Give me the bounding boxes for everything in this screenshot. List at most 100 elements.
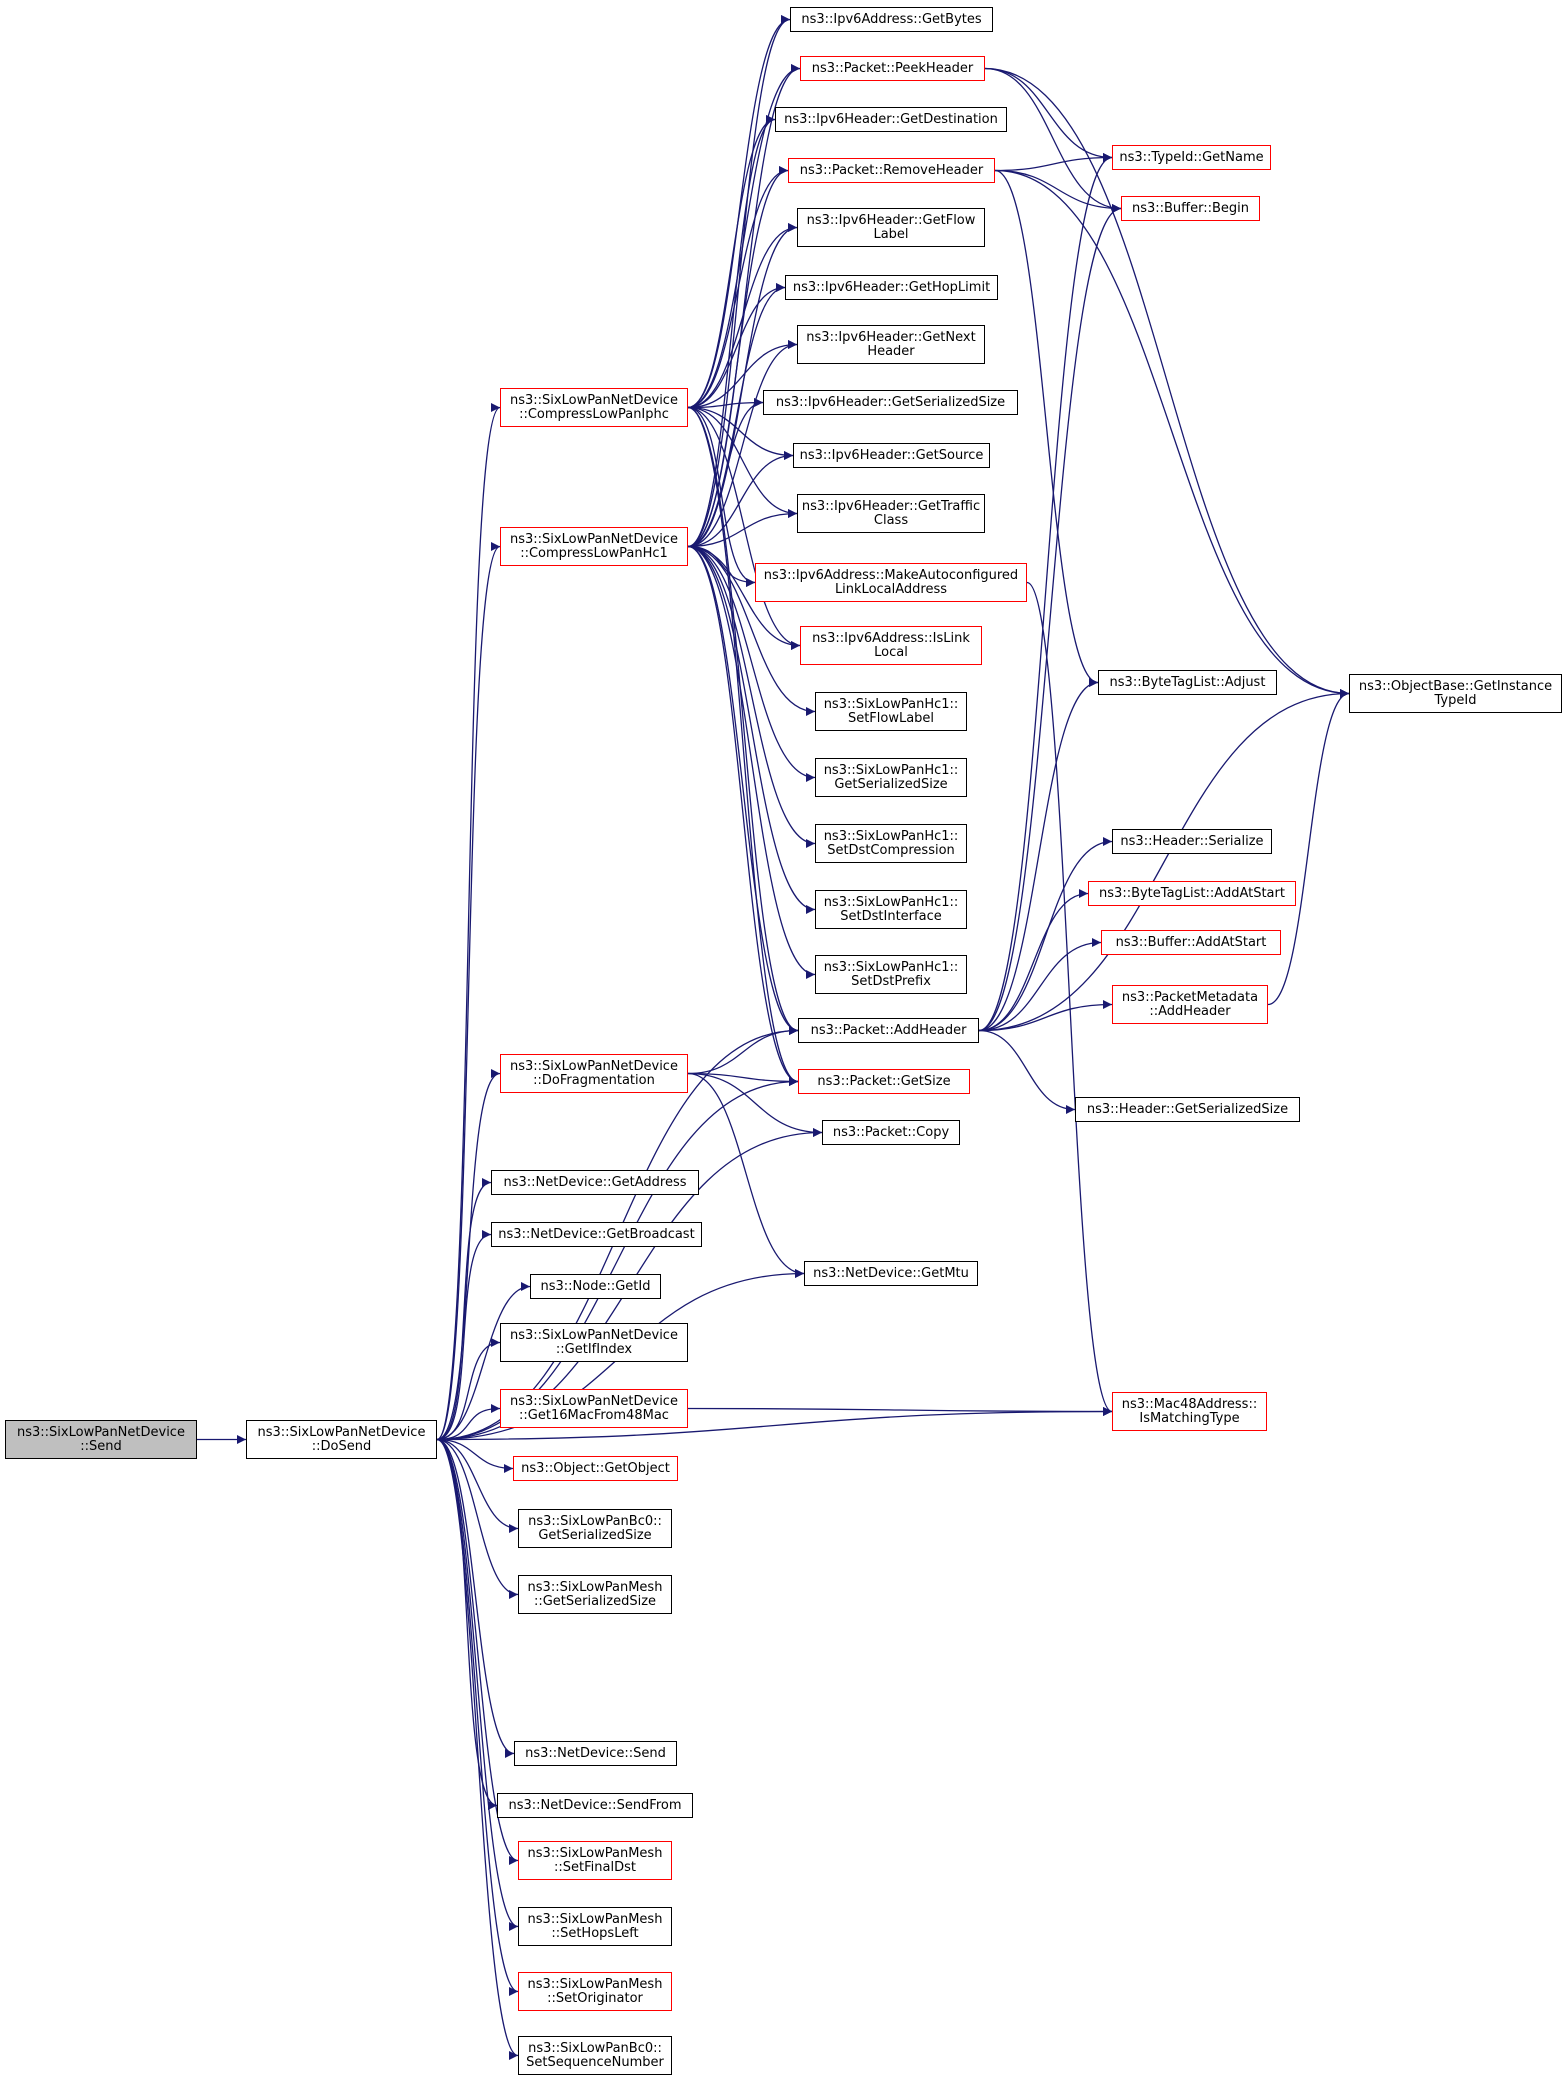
edge-hc1-to-getdest: [687, 115, 776, 548]
node-ipv6header-get-serialized-size[interactable]: ns3::Ipv6Header::GetSerializedSize: [763, 390, 1018, 415]
node-ipv6address-get-bytes[interactable]: ns3::Ipv6Address::GetBytes: [790, 7, 993, 32]
edge-hc1-to-getsize: [687, 545, 799, 1086]
node-ipv6header-get-flow-label[interactable]: ns3::Ipv6Header::GetFlow Label: [797, 208, 985, 247]
node-hc1-set-dst-interface[interactable]: ns3::SixLowPanHc1:: SetDstInterface: [815, 890, 967, 929]
edge-addheader-to-bufadd: [978, 938, 1102, 1032]
node-get-if-index[interactable]: ns3::SixLowPanNetDevice ::GetIfIndex: [500, 1323, 688, 1362]
edge-addheader-to-typeidname: [978, 153, 1113, 1032]
node-header-serialize[interactable]: ns3::Header::Serialize: [1112, 829, 1272, 854]
node-compress-lowpan-hc1[interactable]: ns3::SixLowPanNetDevice ::CompressLowPan…: [500, 527, 688, 566]
node-mac48address-is-matching-type[interactable]: ns3::Mac48Address:: IsMatchingType: [1112, 1392, 1267, 1431]
node-mesh-get-serialized-size[interactable]: ns3::SixLowPanMesh ::GetSerializedSize: [518, 1575, 672, 1614]
edge-dofrag-to-getmtu: [687, 1072, 805, 1278]
edge-iphc-to-gettraffic: [687, 406, 798, 518]
node-packet-copy[interactable]: ns3::Packet::Copy: [822, 1120, 960, 1145]
node-mesh-set-originator[interactable]: ns3::SixLowPanMesh ::SetOriginator: [518, 1972, 672, 2011]
node-dosend[interactable]: ns3::SixLowPanNetDevice ::DoSend: [246, 1420, 437, 1459]
edge-peekheader-to-bufbegin: [984, 67, 1122, 213]
node-packet-add-header[interactable]: ns3::Packet::AddHeader: [798, 1018, 979, 1043]
node-netdevice-get-broadcast[interactable]: ns3::NetDevice::GetBroadcast: [491, 1222, 702, 1247]
node-hc1-set-flow-label[interactable]: ns3::SixLowPanHc1:: SetFlowLabel: [815, 692, 967, 731]
edge-removeheader-to-typeidname: [994, 153, 1113, 172]
edge-dosend-to-setfinaldst: [436, 1438, 519, 1865]
node-compress-lowpan-iphc[interactable]: ns3::SixLowPanNetDevice ::CompressLowPan…: [500, 388, 688, 427]
node-send: ns3::SixLowPanNetDevice ::Send: [5, 1420, 197, 1459]
edge-dosend-to-getaddr: [436, 1178, 492, 1441]
node-packet-peek-header[interactable]: ns3::Packet::PeekHeader: [800, 56, 985, 81]
node-mesh-set-hops-left[interactable]: ns3::SixLowPanMesh ::SetHopsLeft: [518, 1907, 672, 1946]
edge-iphc-to-makeauto: [687, 406, 756, 587]
node-netdevice-send[interactable]: ns3::NetDevice::Send: [514, 1741, 677, 1766]
edge-removeheader-to-btladjust: [994, 169, 1099, 687]
node-get16mac-from48mac[interactable]: ns3::SixLowPanNetDevice ::Get16MacFrom48…: [500, 1389, 688, 1428]
edge-get16mac-to-mac48: [687, 1406, 1113, 1416]
edge-dofrag-to-copy: [687, 1072, 823, 1137]
node-ipv6address-is-link-local[interactable]: ns3::Ipv6Address::IsLink Local: [800, 626, 982, 665]
edge-hc1-to-gethoplimit: [687, 283, 786, 548]
node-do-fragmentation[interactable]: ns3::SixLowPanNetDevice ::DoFragmentatio…: [500, 1054, 688, 1093]
node-netdevice-get-mtu[interactable]: ns3::NetDevice::GetMtu: [804, 1261, 978, 1286]
edge-dosend-to-setseqnum: [436, 1438, 519, 2060]
edge-hc1-to-islinklocal: [687, 545, 801, 650]
edge-hc1-to-gettraffic: [687, 509, 798, 548]
edge-peekheader-to-instancetypeid: [984, 67, 1350, 698]
node-packetmetadata-add-header[interactable]: ns3::PacketMetadata ::AddHeader: [1112, 985, 1268, 1024]
node-bc0-set-sequence-number[interactable]: ns3::SixLowPanBc0:: SetSequenceNumber: [518, 2036, 672, 2075]
edge-hc1-to-hc1setflow: [687, 545, 816, 716]
edge-hc1-to-removeheader: [687, 166, 789, 548]
edge-iphc-to-gethoplimit: [687, 283, 786, 409]
edge-addheader-to-bufbegin: [978, 204, 1122, 1032]
edge-hc1-to-hc1sersize: [687, 545, 816, 782]
node-ipv6header-get-traffic-class[interactable]: ns3::Ipv6Header::GetTraffic Class: [797, 494, 985, 533]
edge-dosend-to-bc0size: [436, 1438, 519, 1533]
node-ipv6header-get-destination[interactable]: ns3::Ipv6Header::GetDestination: [775, 107, 1007, 132]
edge-iphc-to-getnextheader: [687, 340, 798, 409]
node-node-get-id[interactable]: ns3::Node::GetId: [530, 1274, 661, 1299]
node-ipv6header-get-source[interactable]: ns3::Ipv6Header::GetSource: [793, 443, 990, 468]
node-typeid-get-name[interactable]: ns3::TypeId::GetName: [1112, 145, 1271, 170]
node-ipv6header-get-next-header[interactable]: ns3::Ipv6Header::GetNext Header: [797, 325, 985, 364]
node-objectbase-get-instance-typeid[interactable]: ns3::ObjectBase::GetInstance TypeId: [1349, 674, 1562, 713]
edge-dosend-to-dofrag: [436, 1069, 501, 1441]
node-netdevice-send-from[interactable]: ns3::NetDevice::SendFrom: [497, 1793, 693, 1818]
edge-pmaddheader-to-instancetypeid: [1267, 689, 1350, 1006]
edge-dofrag-to-addheader: [687, 1026, 799, 1075]
edge-dosend-to-ndsend: [436, 1438, 515, 1758]
node-object-get-object[interactable]: ns3::Object::GetObject: [513, 1456, 678, 1481]
edge-iphc-to-addheader: [687, 406, 799, 1035]
node-bytetaglist-add-at-start[interactable]: ns3::ByteTagList::AddAtStart: [1088, 881, 1296, 906]
edge-addheader-to-instancetypeid: [978, 689, 1350, 1032]
edge-dosend-to-sethopsleft: [436, 1438, 519, 1931]
edge-hc1-to-addheader: [687, 545, 799, 1035]
node-header-get-serialized-size[interactable]: ns3::Header::GetSerializedSize: [1075, 1097, 1300, 1122]
edge-addheader-to-hdrsersize: [978, 1029, 1076, 1114]
edge-hc1-to-hc1dstif: [687, 545, 816, 914]
edge-addheader-to-btladd: [978, 889, 1089, 1032]
edge-addheader-to-hdrserialize: [978, 837, 1113, 1032]
edge-iphc-to-ipv6sersize: [687, 398, 764, 409]
edge-iphc-to-islinklocal: [687, 406, 801, 650]
edge-hc1-to-peekheader: [687, 64, 801, 548]
node-ipv6header-get-hop-limit[interactable]: ns3::Ipv6Header::GetHopLimit: [785, 275, 998, 300]
node-netdevice-get-address[interactable]: ns3::NetDevice::GetAddress: [491, 1170, 699, 1195]
node-packet-get-size[interactable]: ns3::Packet::GetSize: [798, 1069, 970, 1094]
node-hc1-set-dst-compression[interactable]: ns3::SixLowPanHc1:: SetDstCompression: [815, 824, 967, 863]
edge-hc1-to-ipv6getbytes: [687, 15, 791, 548]
node-hc1-get-serialized-size[interactable]: ns3::SixLowPanHc1:: GetSerializedSize: [815, 758, 967, 797]
node-packet-remove-header[interactable]: ns3::Packet::RemoveHeader: [788, 158, 995, 183]
edge-dosend-to-iphc: [436, 403, 501, 1441]
edge-dosend-to-getobject: [436, 1438, 514, 1473]
node-buffer-begin[interactable]: ns3::Buffer::Begin: [1121, 196, 1260, 221]
node-hc1-set-dst-prefix[interactable]: ns3::SixLowPanHc1:: SetDstPrefix: [815, 955, 967, 994]
edge-removeheader-to-instancetypeid: [994, 169, 1350, 698]
edge-dosend-to-mac48: [436, 1407, 1113, 1441]
edge-dofrag-to-getsize: [687, 1072, 799, 1086]
node-buffer-add-at-start[interactable]: ns3::Buffer::AddAtStart: [1101, 930, 1281, 955]
edge-dosend-to-meshsize: [436, 1438, 519, 1599]
node-ipv6address-make-autoconfigured[interactable]: ns3::Ipv6Address::MakeAutoconfigured Lin…: [755, 563, 1027, 602]
node-bc0-get-serialized-size[interactable]: ns3::SixLowPanBc0:: GetSerializedSize: [518, 1509, 672, 1548]
edge-dosend-to-getbcast: [436, 1230, 492, 1441]
node-mesh-set-final-dst[interactable]: ns3::SixLowPanMesh ::SetFinalDst: [518, 1841, 672, 1880]
node-bytetaglist-adjust[interactable]: ns3::ByteTagList::Adjust: [1098, 670, 1277, 695]
